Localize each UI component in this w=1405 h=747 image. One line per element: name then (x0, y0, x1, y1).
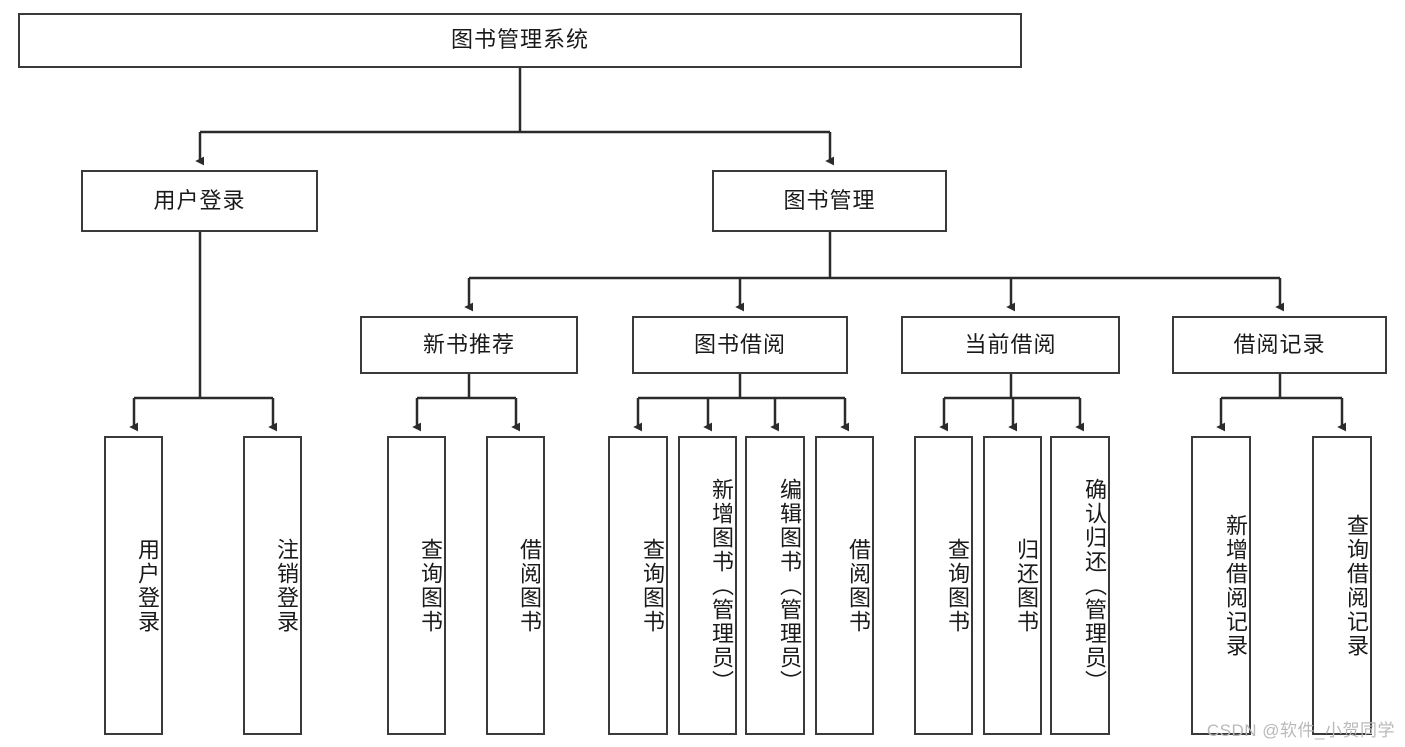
node-l2c[interactable]: 当前借阅 (901, 316, 1120, 374)
node-leaf2[interactable]: 注销登录 (243, 436, 302, 735)
node-label: 借阅图书 (517, 537, 542, 634)
node-label: 借阅图书 (846, 537, 871, 634)
node-label: 编辑图书（管理员） (777, 477, 802, 694)
node-leaf12[interactable]: 新增借阅记录 (1191, 436, 1251, 735)
node-label: 新增借阅记录 (1223, 513, 1248, 658)
node-l2b[interactable]: 图书借阅 (632, 316, 848, 374)
node-l1a[interactable]: 用户登录 (81, 170, 318, 232)
node-l2a[interactable]: 新书推荐 (360, 316, 578, 374)
node-leaf5[interactable]: 查询图书 (608, 436, 668, 735)
node-l1b[interactable]: 图书管理 (712, 170, 947, 232)
node-label: 查询图书 (640, 537, 665, 634)
node-l2d[interactable]: 借阅记录 (1172, 316, 1387, 374)
node-label: 新增图书（管理员） (709, 477, 734, 694)
node-label: 用户登录 (153, 187, 246, 213)
node-label: 查询图书 (945, 537, 970, 634)
node-label: 借阅记录 (1233, 331, 1326, 357)
node-leaf13[interactable]: 查询借阅记录 (1312, 436, 1372, 735)
node-leaf11[interactable]: 确认归还（管理员） (1050, 436, 1110, 735)
node-label: 当前借阅 (964, 331, 1057, 357)
watermark-label: CSDN @软件_小贺同学 (1206, 721, 1395, 740)
node-leaf6[interactable]: 新增图书（管理员） (678, 436, 737, 735)
node-leaf10[interactable]: 归还图书 (983, 436, 1042, 735)
node-leaf7[interactable]: 编辑图书（管理员） (745, 436, 805, 735)
node-label: 归还图书 (1014, 537, 1039, 634)
node-leaf1[interactable]: 用户登录 (104, 436, 163, 735)
node-label: 图书借阅 (693, 331, 786, 357)
node-label: 注销登录 (274, 537, 299, 634)
node-label: 查询借阅记录 (1344, 513, 1369, 658)
node-label: 图书管理 (783, 187, 876, 213)
node-leaf3[interactable]: 查询图书 (387, 436, 446, 735)
node-label: 确认归还（管理员） (1082, 477, 1107, 694)
node-root[interactable]: 图书管理系统 (18, 13, 1022, 68)
node-leaf9[interactable]: 查询图书 (914, 436, 973, 735)
node-label: 新书推荐 (422, 331, 515, 357)
node-leaf8[interactable]: 借阅图书 (815, 436, 874, 735)
node-label: 查询图书 (418, 537, 443, 634)
node-label: 用户登录 (135, 537, 160, 634)
node-label: 图书管理系统 (450, 27, 589, 53)
node-leaf4[interactable]: 借阅图书 (486, 436, 545, 735)
